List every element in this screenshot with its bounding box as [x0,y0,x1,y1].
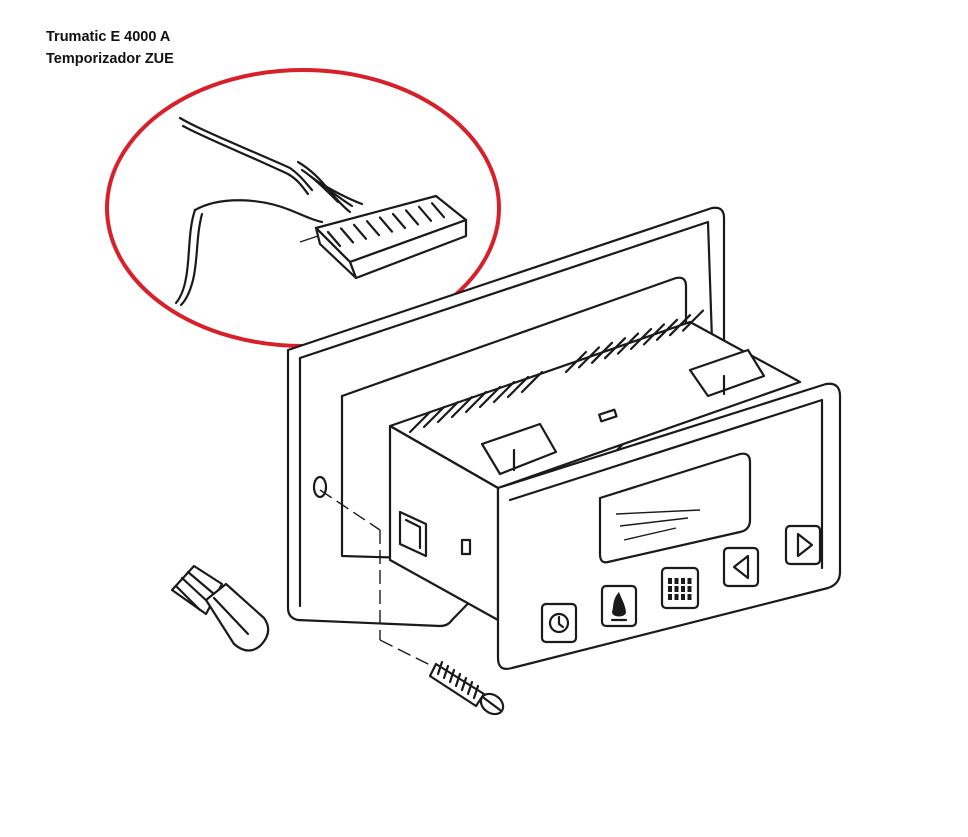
front-panel [496,382,842,670]
caption-title: Trumatic E 4000 A [46,29,171,45]
heat-grid-button[interactable] [660,566,700,610]
arrow-right-button[interactable] [784,524,822,566]
caption-subtitle: Temporizador ZUE [46,51,174,67]
clock-button[interactable] [540,602,578,644]
flame-button[interactable] [600,584,638,628]
arrow-left-button[interactable] [722,546,760,588]
connector-plug [174,116,468,307]
display-window [598,452,752,564]
fixing-screw [319,489,505,716]
bulb-plug [170,564,270,652]
timer-housing [388,309,802,622]
figure-caption: Trumatic E 4000 A Temporizador ZUE [46,26,174,70]
